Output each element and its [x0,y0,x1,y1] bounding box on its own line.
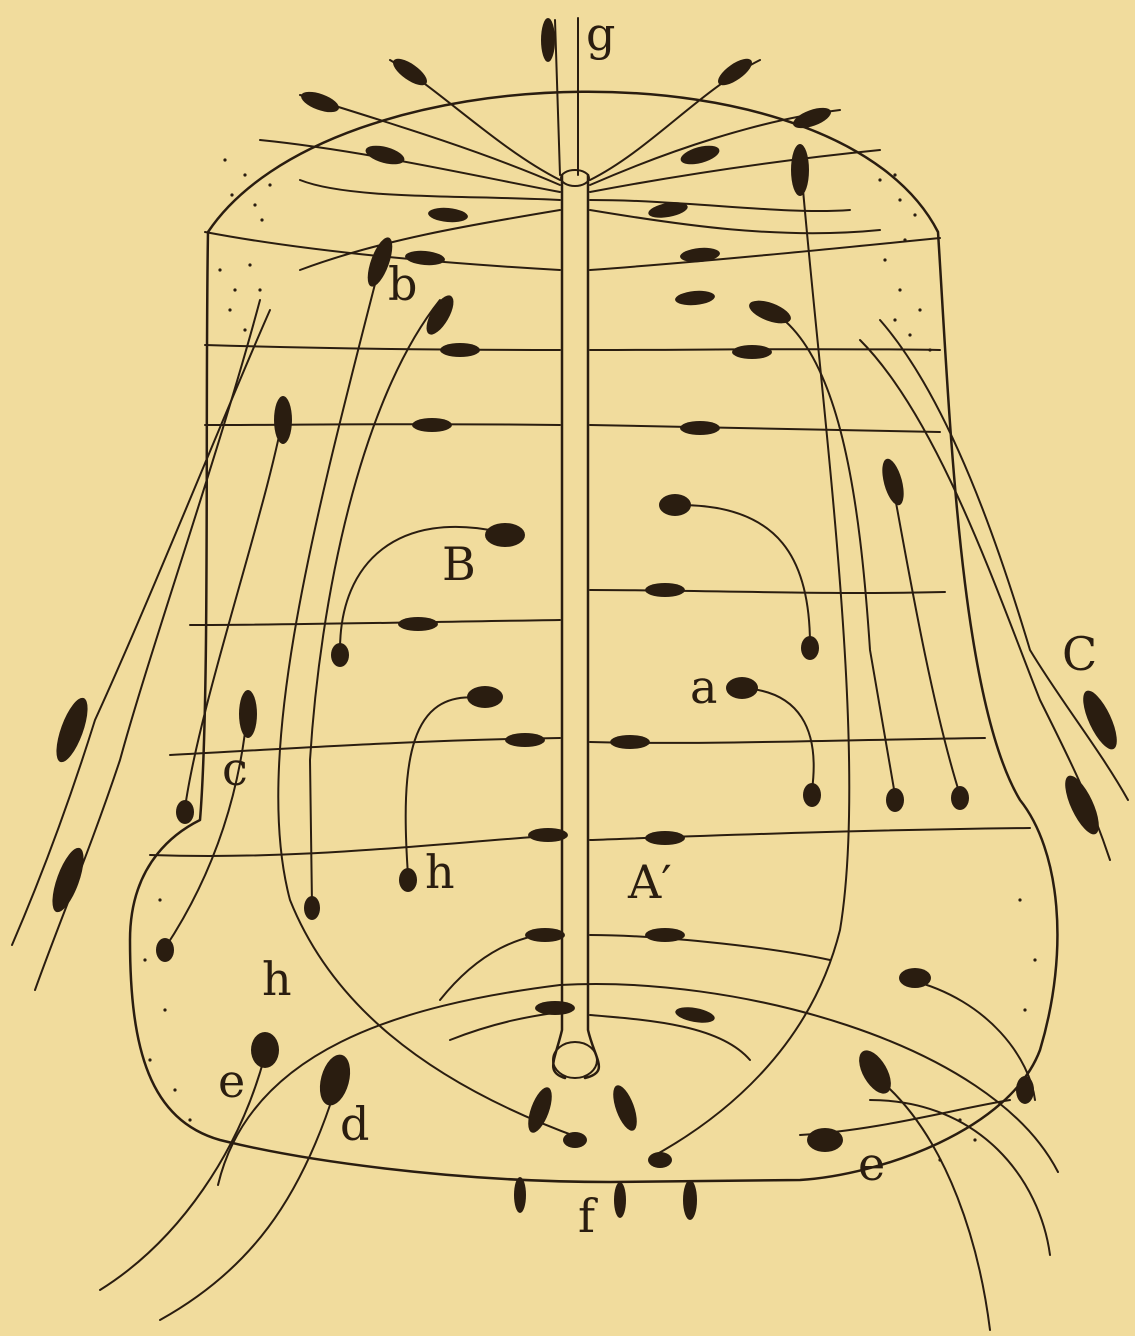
stippled-zones [143,158,1036,1161]
label-h-mid: h [425,845,455,899]
label-c-left: c [222,742,248,796]
label-b: b [388,257,417,311]
label-e-left: e [218,1054,245,1108]
label-f: f [578,1189,598,1243]
label-e-right: e [858,1137,885,1191]
label-g: g [586,7,615,61]
label-C-right: C [1062,627,1097,681]
spindle-cells [46,18,1123,1220]
transverse-fibers [150,232,1030,1060]
central-canal [553,175,599,1078]
structure-outline [130,92,1057,1182]
label-A-prime: A′ [627,855,672,909]
label-a: a [690,660,717,714]
canal-bottom [553,1042,597,1078]
canal-top [561,170,589,186]
label-h-lower: h [262,952,292,1006]
label-d: d [340,1097,369,1151]
label-B: B [442,537,476,591]
radial-fibers [260,18,880,270]
